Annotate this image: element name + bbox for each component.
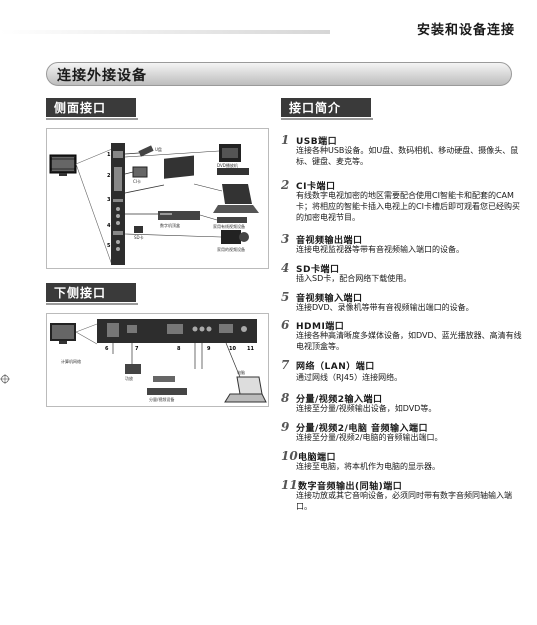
dvd-player-icon	[125, 211, 200, 220]
item-number: 8	[281, 391, 290, 405]
side-panel-icon	[111, 143, 125, 265]
av-player-icon	[147, 376, 187, 395]
item-description: 连接电视监视器等带有音视频输入端口的设备。	[296, 245, 464, 254]
item-title: SD卡端口	[296, 265, 340, 275]
page-title: 安装和设备连接	[416, 23, 515, 38]
svg-text:6: 6	[105, 346, 109, 352]
camcorder-icon	[221, 230, 249, 244]
item-title: 网络（LAN）端口	[296, 362, 375, 372]
item-title: 音视频输入端口	[296, 294, 363, 304]
bottom-panel-icon	[97, 319, 257, 343]
set-top-box-icon	[217, 217, 247, 223]
svg-text:4: 4	[107, 223, 111, 229]
tv-thumbnail-icon	[50, 323, 98, 345]
header-divider	[0, 30, 330, 34]
player-label: 分量/视频设备	[149, 397, 175, 402]
device-label: 家用的视频设备	[217, 247, 245, 252]
item-title: USB端口	[296, 137, 338, 147]
ci-card-icon	[124, 166, 148, 178]
svg-text:1: 1	[107, 152, 111, 158]
item-title: 电脑端口	[298, 453, 337, 463]
item-title: 音视频输出端口	[296, 236, 363, 246]
svg-text:9: 9	[207, 346, 211, 352]
camera-icon	[219, 144, 241, 162]
sd-card-icon	[134, 226, 143, 233]
item-title: CI卡端口	[296, 182, 336, 192]
item-description: 通过网线（RJ45）连接网络。	[296, 373, 403, 382]
item-title: 分量/视频2输入端口	[296, 395, 383, 405]
registration-mark-icon	[0, 374, 10, 384]
decoder-label: 数字机顶盒	[160, 223, 180, 228]
item-description: 连接各种USB设备。如U盘、数码相机、移动硬盘、摄像头、鼠标、键盘、麦克等。	[296, 146, 519, 166]
side-ports-illustration: 1 2 3 4 5	[49, 143, 259, 266]
section-title: 连接外接设备	[57, 68, 147, 84]
svg-text:2: 2	[107, 173, 111, 179]
side-ports-heading: 侧面接口	[46, 98, 138, 120]
bottom-ports-illustration: 6 7 8 9 10 11	[50, 319, 267, 403]
item-number: 9	[281, 420, 290, 434]
svg-text:3: 3	[107, 197, 111, 203]
item-title: 数字音频输出(同轴)端口	[298, 482, 403, 492]
bottom-ports-heading: 下侧接口	[46, 283, 138, 305]
item-description: 连接至分量/视频2/电脑的音频输出端口。	[296, 433, 443, 442]
amp-label: 功放	[125, 376, 133, 381]
svg-text:10: 10	[229, 346, 236, 352]
svg-text:5: 5	[107, 243, 111, 249]
settopbox-label: 家用有线视频设备	[213, 224, 245, 229]
laptop-icon	[224, 376, 267, 403]
antenna-label: 计算机网络	[61, 359, 81, 364]
svg-text:7: 7	[135, 346, 139, 352]
tv-thumbnail-icon	[49, 148, 113, 266]
item-number: 11	[281, 478, 298, 492]
item-number: 4	[281, 261, 290, 275]
svg-text:11: 11	[247, 346, 254, 352]
dvd-recorder-icon	[217, 168, 249, 175]
ports-heading-text: 接口简介	[289, 101, 342, 115]
laptop-icon	[213, 184, 259, 213]
usb-label: U盘	[155, 147, 162, 152]
dvd-label: DVD播放机	[217, 163, 238, 168]
page-header: 安装和设备连接	[0, 0, 537, 38]
side-ports-heading-text: 侧面接口	[54, 101, 107, 115]
bottom-ports-heading-text: 下侧接口	[54, 286, 107, 300]
usb-stick-icon	[124, 145, 154, 157]
bottom-ports-diagram: 6 7 8 9 10 11 计算机网络 功放 分量/视频设备 电脑	[46, 313, 269, 407]
item-number: 5	[281, 290, 290, 304]
amplifier-icon	[125, 364, 141, 374]
side-ports-diagram: 1 2 3 4 5 U盘 CI卡 SD卡 DVD播放机 数字机顶盒 家用有线视频…	[46, 128, 269, 269]
sd-label: SD卡	[134, 235, 144, 240]
svg-text:8: 8	[177, 346, 181, 352]
item-number: 7	[281, 358, 290, 372]
item-description: 连接至分量/视频输出设备，如DVD等。	[296, 404, 437, 413]
item-description: 连接功放或其它音响设备，必须同时带有数字音频同轴输入端口。	[296, 491, 512, 511]
item-number: 3	[281, 232, 290, 246]
item-description: 连接各种高清晰度多媒体设备，如DVD、蓝光播放器、高清有线电视顶盒等。	[296, 331, 522, 351]
item-description: 连接至电脑，将本机作为电脑的显示器。	[296, 462, 440, 471]
item-description: 连接DVD、录像机等带有音视频输出端口的设备。	[296, 303, 474, 312]
item-number: 1	[281, 133, 290, 147]
item-number: 2	[281, 178, 290, 192]
monitor-icon	[124, 155, 194, 194]
section-banner: 连接外接设备	[46, 62, 512, 86]
item-description: 有线数字电视加密的地区需要配合使用CI智能卡和配套的CAM卡；将相应的智能卡插入…	[296, 191, 520, 222]
item-number: 10	[281, 449, 298, 463]
laptop-label: 电脑	[237, 370, 245, 375]
item-title: 分量/视频2/电脑 音频输入端口	[296, 424, 428, 434]
item-description: 插入SD卡，配合网络下载使用。	[296, 274, 412, 283]
ci-label: CI卡	[133, 179, 141, 184]
ports-heading: 接口简介	[281, 98, 373, 120]
item-number: 6	[281, 318, 290, 332]
item-title: HDMI端口	[296, 322, 345, 332]
